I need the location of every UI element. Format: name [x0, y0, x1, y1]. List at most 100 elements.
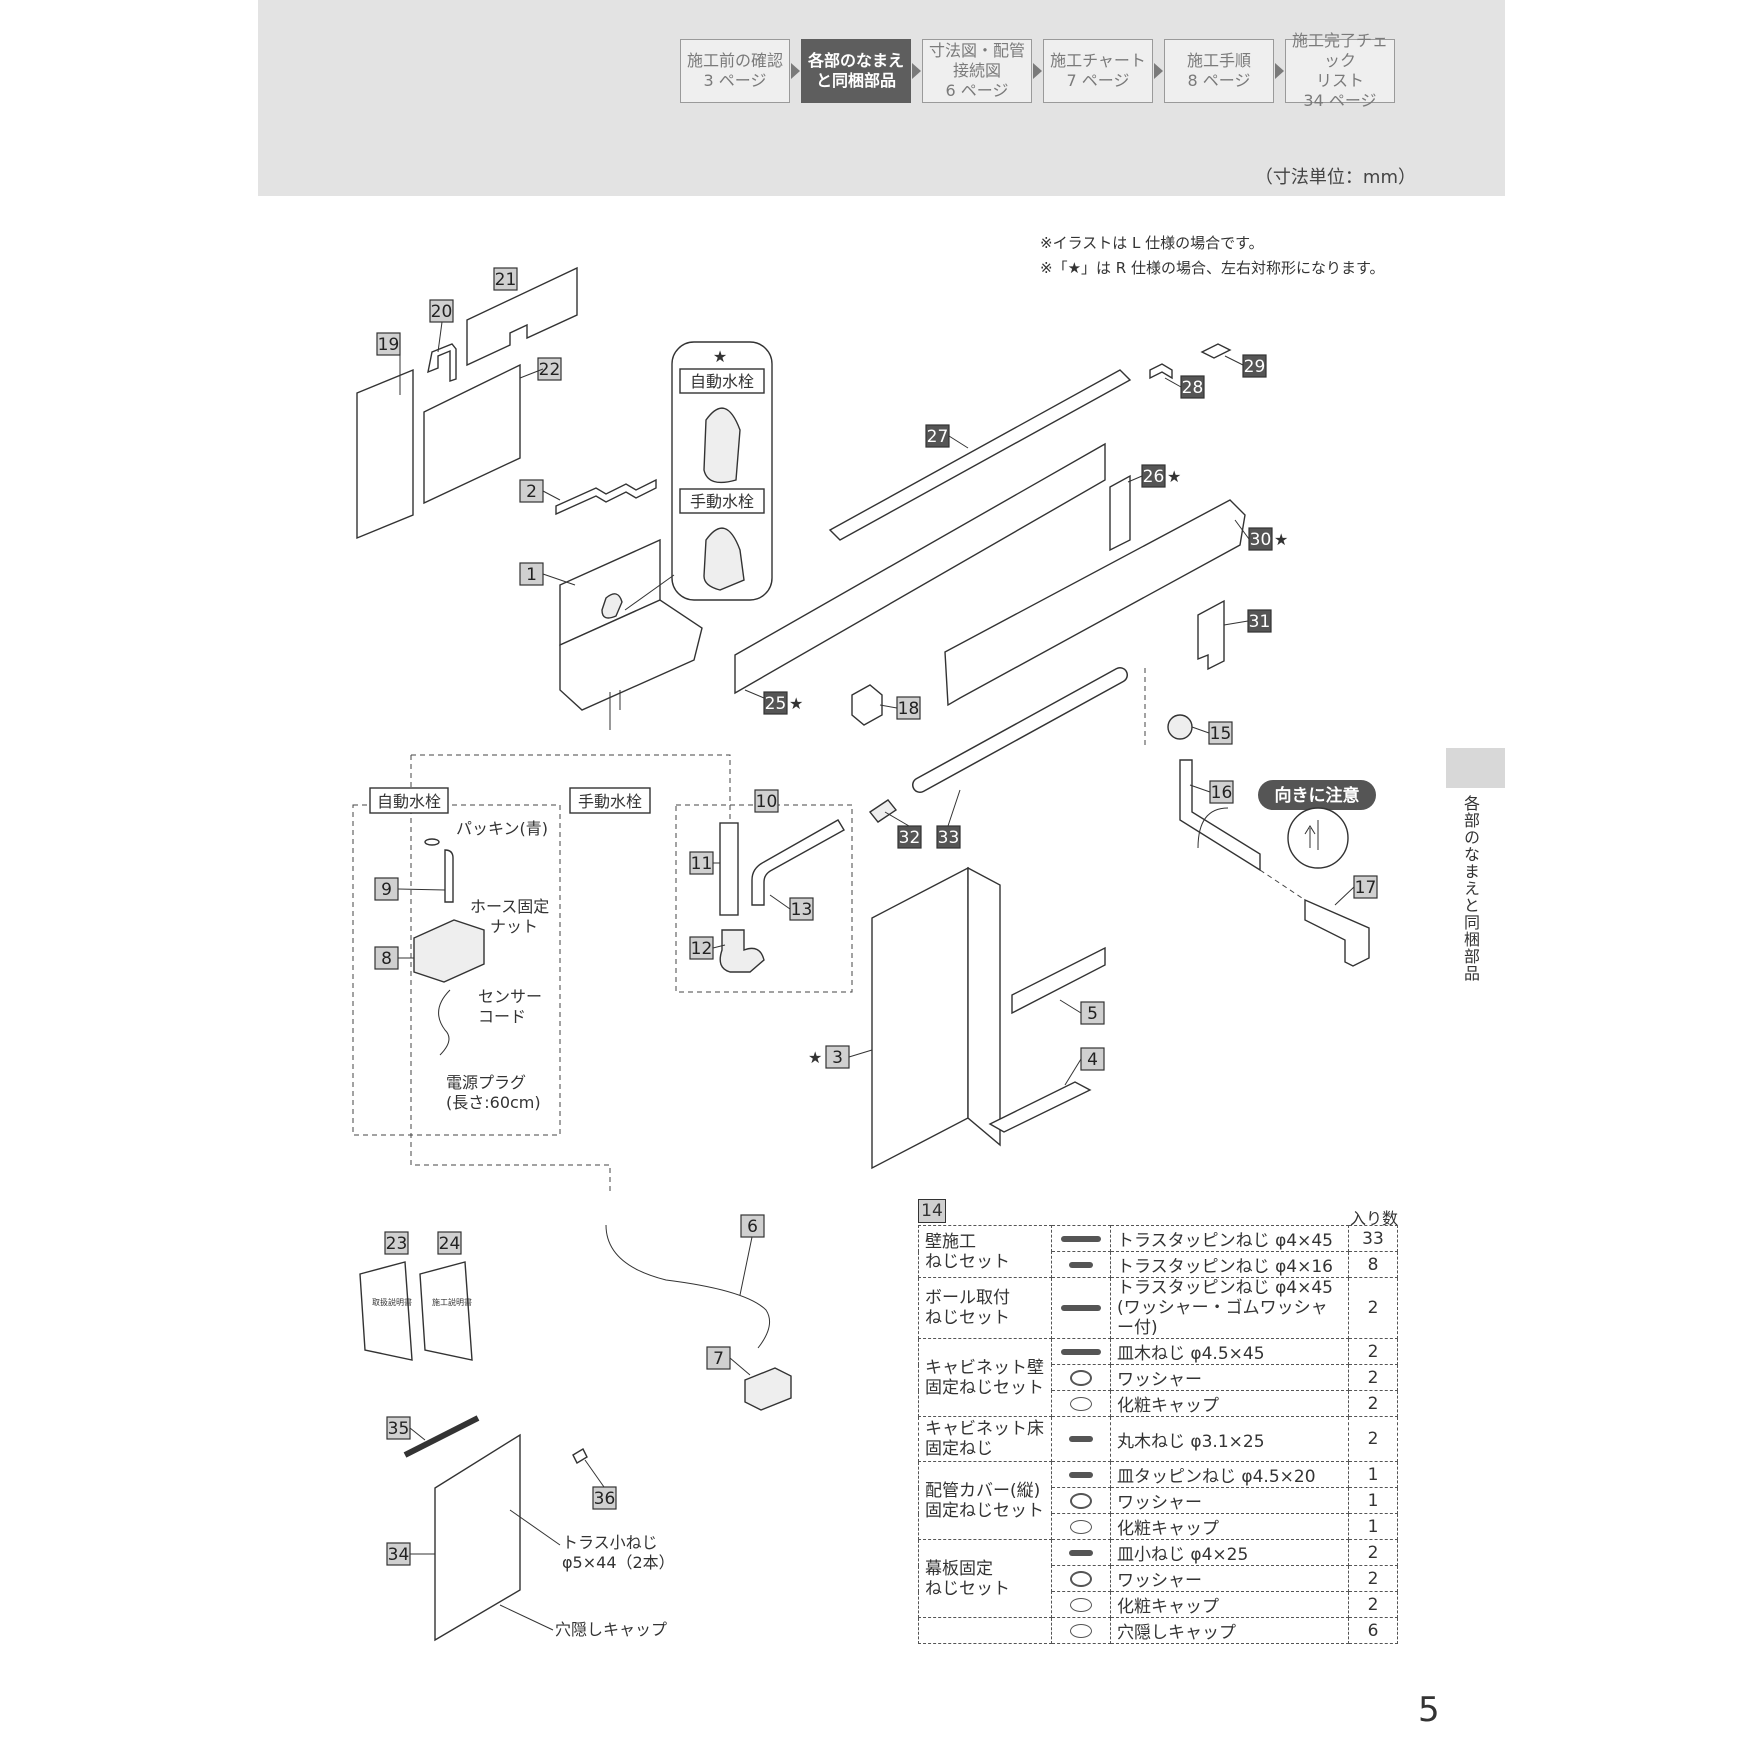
- step-procedure[interactable]: 施工手順 8 ページ: [1164, 39, 1274, 103]
- step-arrow-icon: [1033, 63, 1042, 79]
- svg-text:32: 32: [899, 828, 921, 848]
- part-11-pipe: [719, 822, 739, 916]
- auto-faucet-box-label: 自動水栓: [377, 792, 441, 811]
- manual-faucet-box-label: 手動水栓: [578, 792, 642, 811]
- table-number: 14: [918, 1199, 946, 1223]
- note-star: ※「★」は R 仕様の場合、左右対称形になります。: [1040, 259, 1385, 277]
- label-24: 24: [437, 1231, 462, 1255]
- svg-text:トラス小ねじ: トラス小ねじ: [562, 1533, 658, 1552]
- step-arrow-icon: [912, 63, 921, 79]
- svg-text:15: 15: [1210, 724, 1232, 744]
- table-row: 穴隠しキャップ 6: [918, 1617, 1398, 1644]
- page-number: 5: [1418, 1690, 1440, 1730]
- label-32: 32: [897, 825, 922, 849]
- svg-text:電源プラグ: 電源プラグ: [446, 1073, 526, 1092]
- svg-text:コード: コード: [478, 1007, 526, 1026]
- label-16: 16: [1209, 780, 1234, 804]
- caution-label: 向きに注意: [1275, 785, 1360, 806]
- screw-icon: [1069, 1549, 1093, 1556]
- part-3-cabinet: [871, 866, 969, 1170]
- parts-table: 壁施工 ねじセット トラスタッピンねじ φ4×45 33 トラスタッピンねじ φ…: [918, 1225, 1398, 1644]
- table-row: 配管カバー(縦) 固定ねじセット 皿タッピンねじ φ4.5×20 1: [918, 1461, 1398, 1540]
- part-21-panel: [466, 266, 578, 367]
- step-part-names[interactable]: 各部のなまえ と同梱部品: [801, 39, 911, 103]
- part-24-manual: [419, 1261, 473, 1361]
- table-row: キャビネット壁 固定ねじセット 皿木ねじ φ4.5×45 2: [918, 1338, 1398, 1417]
- part-2-bracket: [555, 478, 657, 516]
- manual-faucet-icon: [703, 527, 745, 591]
- part-34-panel: [434, 1433, 521, 1642]
- cap-icon: [1070, 1597, 1092, 1612]
- svg-text:22: 22: [539, 360, 561, 380]
- label-1: 1: [519, 562, 544, 586]
- label-22: 22: [537, 357, 562, 381]
- label-15: 15: [1208, 721, 1233, 745]
- label-26: 26★: [1141, 464, 1181, 488]
- label-19: 19: [376, 332, 401, 356]
- faucet-icon: [601, 593, 623, 619]
- svg-text:16: 16: [1211, 783, 1233, 803]
- label-36: 36: [592, 1486, 617, 1510]
- svg-text:センサー: センサー: [478, 987, 542, 1006]
- step-navigation: 施工前の確認 3 ページ 各部のなまえ と同梱部品 寸法図・配管 接続図 6 ペ…: [680, 31, 1395, 110]
- unit-label: （寸法単位：mm）: [1254, 167, 1416, 188]
- step-checklist[interactable]: 施工完了チェック リスト 34 ページ: [1285, 31, 1395, 110]
- part-23-manual: [359, 1261, 413, 1361]
- label-11: 11: [689, 851, 714, 875]
- label-5: 5: [1080, 1001, 1105, 1025]
- svg-text:25: 25: [765, 694, 787, 714]
- side-tab: [1446, 748, 1505, 788]
- screw-icon: [1069, 1436, 1093, 1442]
- part-28-bracket: [1149, 363, 1173, 380]
- svg-text:4: 4: [1087, 1050, 1098, 1070]
- label-2: 2: [519, 479, 544, 503]
- svg-text:7: 7: [713, 1349, 724, 1369]
- svg-text:23: 23: [386, 1234, 408, 1254]
- part-25-rail: [734, 442, 1106, 695]
- step-arrow-icon: [1275, 63, 1284, 79]
- label-3: ★3: [808, 1045, 850, 1069]
- step-chart[interactable]: 施工チャート 7 ページ: [1043, 39, 1153, 103]
- part-5-panel: [1011, 946, 1106, 1015]
- part-7-valve: [744, 1367, 792, 1411]
- caution-badge: [1258, 780, 1376, 810]
- label-4: 4: [1080, 1047, 1105, 1071]
- part-35-rod: [403, 1415, 480, 1458]
- step-pre-check[interactable]: 施工前の確認 3 ページ: [680, 39, 790, 103]
- svg-text:9: 9: [381, 880, 392, 900]
- svg-text:11: 11: [691, 854, 713, 874]
- label-10: 10: [754, 789, 779, 813]
- part-36-hook: [572, 1448, 588, 1464]
- part-30-cover: [944, 499, 1246, 707]
- label-34: 34: [386, 1542, 411, 1566]
- svg-text:ナット: ナット: [490, 917, 538, 936]
- label-18: 18: [896, 696, 921, 720]
- svg-text:★: ★: [1167, 467, 1181, 486]
- cap-icon: [1070, 1519, 1092, 1534]
- svg-text:19: 19: [378, 335, 400, 355]
- screw-icon: [1061, 1305, 1101, 1311]
- auto-faucet-box: [352, 804, 561, 1136]
- table-row: ワッシャー 2: [919, 1565, 1398, 1592]
- table-row: 幕板固定 ねじセット 皿小ねじ φ4×25 2: [918, 1539, 1398, 1618]
- part-20-bracket: [427, 343, 457, 382]
- screw-icon: [1061, 1348, 1101, 1355]
- svg-text:24: 24: [439, 1234, 461, 1254]
- svg-text:1: 1: [526, 565, 537, 585]
- label-25: 25★: [763, 691, 803, 715]
- part-9-hose: [444, 849, 454, 903]
- label-9: 9: [374, 877, 399, 901]
- step-dimensions[interactable]: 寸法図・配管 接続図 6 ページ: [922, 39, 1032, 103]
- part-26-plate: [1109, 474, 1131, 552]
- manual-faucet-label: 手動水栓: [690, 492, 754, 511]
- drain-box: [675, 804, 853, 993]
- label-13: 13: [789, 897, 814, 921]
- label-20: 20: [429, 299, 454, 323]
- svg-text:2: 2: [526, 482, 537, 502]
- svg-text:φ5×44（2本）: φ5×44（2本）: [562, 1553, 675, 1572]
- table-row: トラスタッピンねじ φ4×16 8: [919, 1251, 1398, 1278]
- svg-text:35: 35: [388, 1419, 410, 1439]
- part-19-panel: [356, 368, 414, 540]
- part-1-basin: [559, 599, 703, 711]
- part-27-rail: [828, 369, 1132, 541]
